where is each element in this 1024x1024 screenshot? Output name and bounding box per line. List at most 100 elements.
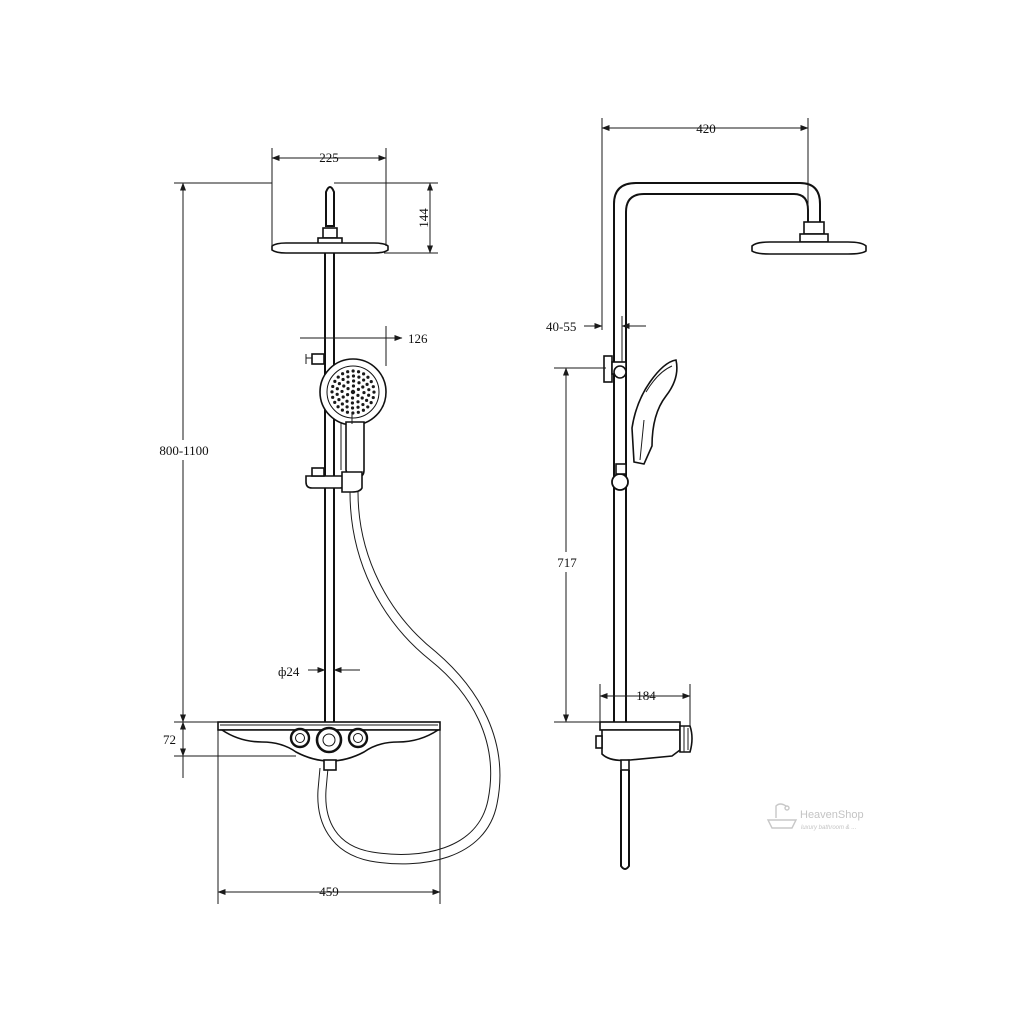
nozzle-dot <box>350 406 355 410</box>
nozzle-dot <box>356 393 360 397</box>
shower-hose <box>317 491 501 865</box>
dim-label-144: 144 <box>416 208 431 228</box>
nozzle-dot <box>356 387 361 392</box>
nozzle-dot <box>360 396 364 400</box>
nozzle-dot <box>365 398 369 402</box>
nozzle-dot <box>350 401 355 405</box>
control-knob-left <box>289 727 311 749</box>
nozzle-dot <box>361 408 365 412</box>
nozzle-dot <box>369 401 373 405</box>
dim-label-225: 225 <box>319 150 339 165</box>
watermark-tagline: luxury bathroom & ... <box>801 825 856 831</box>
nozzle-dot <box>342 384 346 388</box>
dim-total-height: 800-1100 <box>154 182 272 723</box>
nozzle-dot <box>357 375 361 379</box>
nozzle-dot <box>366 405 370 409</box>
nozzle-dot <box>351 374 356 378</box>
nozzle-dot <box>346 380 350 384</box>
nozzle-dot <box>331 384 335 389</box>
watermark-brand: HeavenShop <box>800 809 864 821</box>
nozzle-dot <box>336 375 340 379</box>
dim-head-width: 225 <box>271 148 387 246</box>
side-wall-bracket <box>603 355 627 383</box>
nozzle-dot <box>335 392 339 396</box>
nozzle-dot <box>333 400 337 404</box>
nozzle-dot <box>336 405 340 409</box>
nozzle-dot <box>335 387 339 391</box>
nozzle-dot <box>346 387 350 391</box>
dim-shelf-width: 459 <box>217 730 441 904</box>
side-shelf <box>595 721 693 870</box>
nozzle-dot <box>341 377 345 382</box>
nozzle-dot <box>371 385 375 389</box>
watermark-logo-icon <box>766 803 798 829</box>
side-riser-arm <box>613 182 821 722</box>
nozzle-dot <box>337 382 341 386</box>
dim-arm-reach: 420 <box>601 118 809 330</box>
nozzle-dot <box>369 380 373 384</box>
dim-shelf-depth: 184 <box>599 684 691 726</box>
watermark: HeavenShop luxury bathroom & ... <box>766 803 864 831</box>
nozzle-dot <box>350 389 356 395</box>
control-knob-right <box>347 727 369 749</box>
dim-label-717: 717 <box>557 555 577 570</box>
dim-label-72: 72 <box>163 732 176 747</box>
nozzle-dot <box>367 393 371 397</box>
wall-bracket-knob <box>305 353 325 365</box>
dim-label-40-55: 40-55 <box>546 319 576 334</box>
nozzle-dot <box>362 372 366 376</box>
spray-nozzles <box>330 369 376 415</box>
nozzle-dot <box>351 384 356 388</box>
dim-label-126: 126 <box>408 331 428 346</box>
nozzle-dot <box>340 389 344 394</box>
nozzle-dot <box>357 381 361 385</box>
slide-holder <box>305 467 363 493</box>
nozzle-dot <box>365 382 369 387</box>
nozzle-dot <box>372 390 376 394</box>
nozzle-dot <box>330 390 334 394</box>
nozzle-dot <box>333 379 337 383</box>
dim-mount-height: 717 <box>552 367 606 723</box>
dim-label-184: 184 <box>636 688 656 703</box>
nozzle-dot <box>367 388 371 392</box>
nozzle-dot <box>346 375 350 379</box>
dim-pipe-diameter: ф24 <box>278 664 360 679</box>
nozzle-dot <box>350 396 355 400</box>
nozzle-dot <box>361 385 365 389</box>
nozzle-dot <box>340 408 344 412</box>
nozzle-dot <box>366 375 370 379</box>
dim-label-420: 420 <box>696 121 716 136</box>
nozzle-dot <box>362 378 366 382</box>
nozzle-dot <box>341 395 345 399</box>
rain-shower-head <box>271 186 389 254</box>
side-holder <box>611 463 629 491</box>
nozzle-dot <box>361 402 365 407</box>
nozzle-dot <box>345 399 349 403</box>
thermostatic-shelf <box>217 721 441 771</box>
nozzle-dot <box>331 395 335 399</box>
side-hand-shower <box>631 359 678 465</box>
dim-handshower-width: 126 <box>300 326 428 366</box>
nozzle-dot <box>351 379 356 383</box>
dim-wall-offset: 40-55 <box>546 316 646 362</box>
control-knob-center <box>315 726 343 754</box>
hand-shower <box>319 358 387 477</box>
nozzle-dot <box>345 410 350 414</box>
dim-label-459: 459 <box>319 884 339 899</box>
nozzle-dot <box>356 405 360 409</box>
dim-label-800-1100: 800-1100 <box>159 443 208 458</box>
nozzle-dot <box>356 400 360 404</box>
nozzle-dot <box>340 402 344 406</box>
nozzle-dot <box>351 369 355 373</box>
dim-shelf-height: 72 <box>163 721 296 778</box>
nozzle-dot <box>356 410 360 414</box>
dim-label-pipe: ф24 <box>278 664 300 679</box>
side-view: 420 40-55 717 184 <box>546 118 867 870</box>
nozzle-dot <box>345 392 350 397</box>
nozzle-dot <box>371 395 375 400</box>
nozzle-dot <box>346 370 350 374</box>
side-rain-head <box>751 221 867 255</box>
nozzle-dot <box>341 372 345 376</box>
